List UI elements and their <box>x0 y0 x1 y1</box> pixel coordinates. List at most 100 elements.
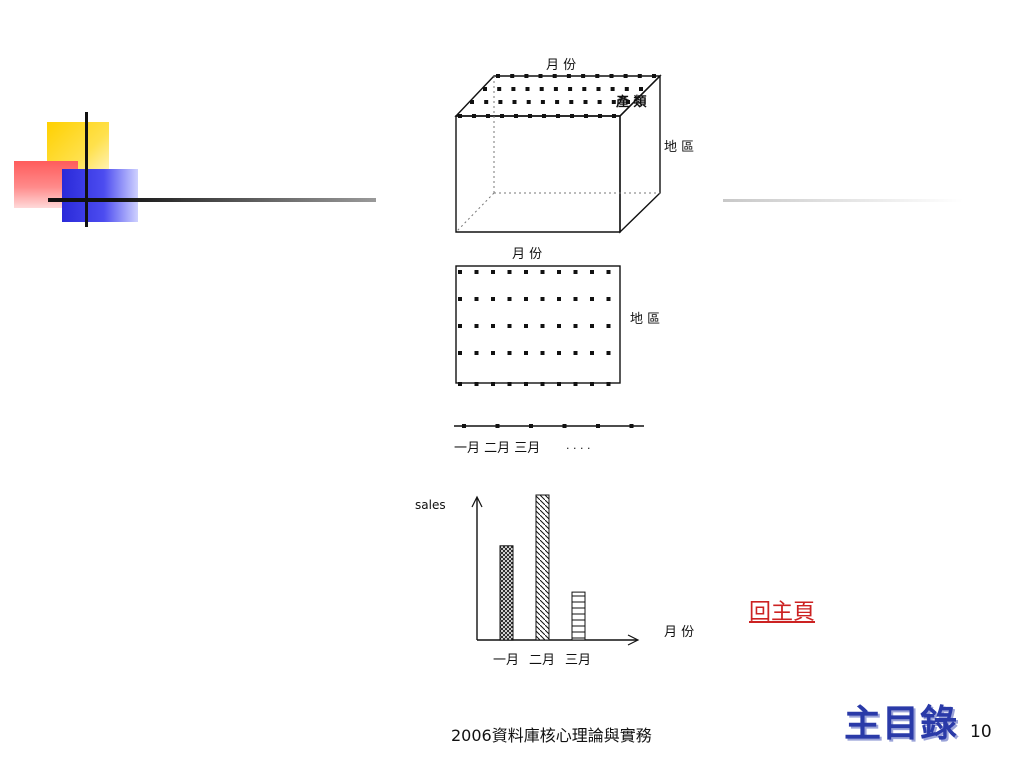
grid-cell-dot <box>590 270 594 274</box>
cube-cell-dot <box>583 100 588 104</box>
grid-cell-dot <box>557 270 561 274</box>
grid-cell-dot <box>458 297 462 301</box>
cube-figure: 月 份 產 類 地 區 <box>454 58 694 234</box>
cube-cell-dot <box>510 74 515 78</box>
grid-cell-dot <box>590 324 594 328</box>
cube-cell-dot <box>486 114 490 118</box>
grid-side-label: 地 區 <box>630 312 660 327</box>
grid-cell-dot <box>573 351 578 355</box>
grid-cell-dot <box>507 324 512 328</box>
bar-category-label: 二月 <box>529 653 555 668</box>
cube-cell-dot <box>598 114 602 118</box>
month-point <box>629 424 634 428</box>
cube-cell-dot <box>609 74 614 78</box>
bar-x-label: 月 份 <box>664 625 694 640</box>
grid-cell-dot <box>540 382 545 386</box>
data-cube-diagram: 月 份 產 類 地 區 月 份 地 區 一月 二月 三月 · · · · <box>415 58 694 668</box>
bar-y-label: sales <box>415 498 446 512</box>
grid-cell-dot <box>491 382 495 386</box>
grid-cell-dot <box>606 351 611 355</box>
cube-cell-dot <box>540 100 545 104</box>
cube-cell-dot <box>595 74 600 78</box>
cube-side-label: 地 區 <box>664 140 694 155</box>
main-toc-button[interactable]: 主目錄 <box>844 702 958 745</box>
cube-cell-dot <box>597 100 602 104</box>
grid-cell-dot <box>474 297 479 301</box>
grid-cell-dot <box>491 270 495 274</box>
cube-cell-dot <box>458 114 462 118</box>
cube-cell-dot <box>483 87 487 91</box>
grid-cell-dot <box>507 382 512 386</box>
month-labels: 一月 二月 三月 <box>454 441 540 456</box>
grid-top-label: 月 份 <box>512 247 542 262</box>
bar-series <box>499 494 586 641</box>
cube-cell-dot <box>566 74 571 78</box>
cube-cell-dot <box>623 74 628 78</box>
cube-cell-dot <box>568 87 573 91</box>
cube-cell-dot <box>538 74 543 78</box>
grid-cell-dot <box>590 382 594 386</box>
month-point <box>562 424 567 428</box>
grid-cell-dot <box>491 324 495 328</box>
cube-cell-dot <box>584 114 588 118</box>
line-figure: 一月 二月 三月 · · · · <box>454 424 644 456</box>
grid-data-cells <box>458 270 611 386</box>
deco-vertical-line <box>85 112 88 227</box>
cube-cell-dot <box>500 114 504 118</box>
grid-cell-dot <box>557 324 561 328</box>
cube-cell-dot <box>539 87 544 91</box>
grid-cell-dot <box>606 270 611 274</box>
cube-cell-dot <box>528 114 532 118</box>
bar-category-label: 一月 <box>493 653 519 668</box>
grid-cell-dot <box>474 270 479 274</box>
cube-cell-dot <box>612 114 616 118</box>
grid-cell-dot <box>474 351 479 355</box>
cube-cell-dot <box>512 100 517 104</box>
grid-cell-dot <box>590 351 594 355</box>
month-point <box>462 424 466 428</box>
grid-cell-dot <box>524 351 528 355</box>
cube-cell-dot <box>556 114 560 118</box>
cube-cell-dot <box>624 87 629 91</box>
cube-cell-dot <box>637 74 642 78</box>
cube-front-face <box>455 115 621 233</box>
cube-cell-dot <box>498 100 503 104</box>
grid-cell-dot <box>524 297 528 301</box>
cube-cell-dot <box>524 74 529 78</box>
cube-cell-dot <box>511 87 516 91</box>
cube-cell-dot <box>497 87 502 91</box>
month-point <box>529 424 533 428</box>
grid-cell-dot <box>540 324 545 328</box>
month-ellipsis: · · · · <box>566 442 590 455</box>
grid-cell-dot <box>524 382 528 386</box>
cube-cell-dot <box>553 87 558 91</box>
grid-cell-dot <box>458 270 462 274</box>
grid-cell-dot <box>524 324 528 328</box>
grid-cell-dot <box>606 297 611 301</box>
cube-cell-dot <box>652 74 656 78</box>
cube-cell-dot <box>472 114 476 118</box>
cube-top-label: 月 份 <box>546 58 576 73</box>
bar-1 <box>499 545 514 641</box>
bar-category-labels: 一月二月三月 <box>493 653 591 668</box>
cube-cell-dot <box>514 114 518 118</box>
grid-cell-dot <box>557 351 561 355</box>
cube-cell-dot <box>569 100 574 104</box>
month-point <box>596 424 600 428</box>
grid-cell-dot <box>474 324 479 328</box>
cube-hidden-edge <box>455 192 495 233</box>
grid-cell-dot <box>540 297 545 301</box>
grid-cell-dot <box>540 351 545 355</box>
grid-cell-dot <box>573 382 578 386</box>
grid-cell-dot <box>458 351 462 355</box>
cube-cell-dot <box>626 100 630 104</box>
cube-cell-dot <box>542 114 546 118</box>
footer-text: 2006資料庫核心理論與實務 <box>451 726 652 745</box>
grid-cell-dot <box>458 382 462 386</box>
cube-cell-dot <box>526 100 531 104</box>
cube-cell-dot <box>596 87 601 91</box>
home-link[interactable]: 回主頁 <box>749 600 816 625</box>
grid-cell-dot <box>507 297 512 301</box>
cube-cell-dot <box>470 100 474 104</box>
grid-cell-dot <box>507 270 512 274</box>
